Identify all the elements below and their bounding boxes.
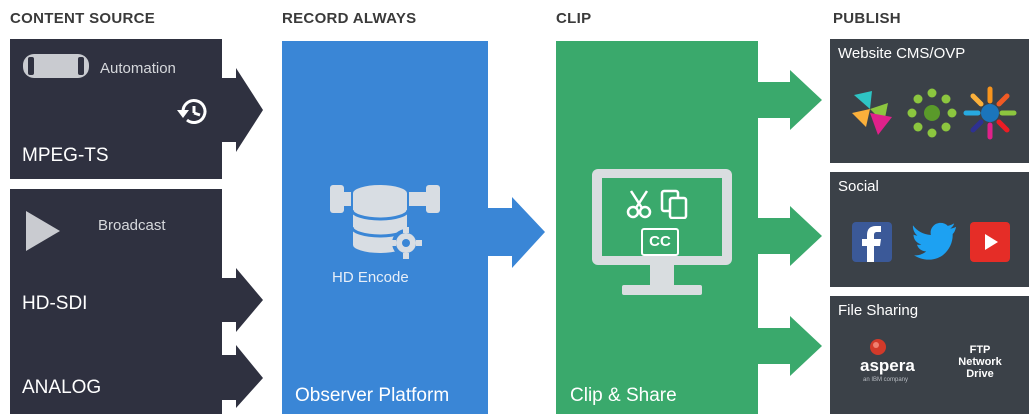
hd-encode-label: HD Encode	[332, 269, 409, 286]
arrow-analog-to-record	[222, 345, 263, 408]
arrow-record-to-clip	[488, 197, 545, 268]
header-content-source: CONTENT SOURCE	[10, 10, 156, 27]
mpeg-ts-box: Automation MPEG-TS	[10, 39, 222, 179]
arrow-mpeg-to-record	[222, 68, 263, 152]
history-icon	[175, 95, 213, 129]
header-record-always: RECORD ALWAYS	[282, 10, 417, 27]
aspera-label: aspera	[860, 356, 915, 375]
cms-logo-3-icon	[962, 85, 1018, 141]
cms-box: Website CMS/OVP	[830, 39, 1029, 163]
arrow-hdsdi-to-record	[222, 268, 263, 332]
aspera-logo	[869, 338, 887, 356]
record-box: HD Encode Observer Platform	[282, 41, 488, 414]
tape-icon	[22, 53, 90, 79]
header-clip: CLIP	[556, 10, 592, 27]
broadcast-box: Broadcast HD-SDI ANALOG	[10, 189, 222, 414]
database-gear-icon	[330, 179, 442, 263]
ftp-line-2: Network	[958, 356, 1002, 368]
analog-label: ANALOG	[22, 377, 102, 398]
social-box: Social	[830, 172, 1029, 287]
twitter-icon[interactable]	[912, 222, 958, 262]
monitor-icon	[592, 169, 732, 309]
clip-share-label: Clip & Share	[570, 385, 677, 406]
aspera-sub-label: an IBM company	[863, 377, 909, 383]
mpeg-ts-label: MPEG-TS	[22, 145, 109, 166]
ftp-line-3: Drive	[966, 368, 994, 380]
header-publish: PUBLISH	[833, 10, 901, 27]
cms-logo-1-icon	[848, 87, 900, 139]
scissors-icon	[626, 189, 652, 219]
social-title: Social	[838, 178, 879, 195]
automation-label: Automation	[100, 60, 176, 77]
ftp-network-drive-label: FTP Network Drive	[948, 344, 1012, 380]
cms-logo-2-icon	[906, 87, 958, 139]
clip-box: CC Clip & Share	[556, 41, 758, 414]
facebook-icon[interactable]	[852, 222, 892, 262]
youtube-icon[interactable]	[970, 222, 1010, 262]
file-sharing-box: File Sharing aspera an IBM company FTP N…	[830, 296, 1029, 414]
copy-icon	[660, 189, 688, 219]
arrow-clip-to-file-sharing	[758, 316, 822, 376]
cms-title: Website CMS/OVP	[838, 45, 966, 62]
file-sharing-title: File Sharing	[838, 302, 919, 319]
ftp-line-1: FTP	[969, 344, 991, 356]
cc-icon: CC	[641, 228, 679, 256]
hd-sdi-label: HD-SDI	[22, 293, 88, 314]
arrow-clip-to-cms	[758, 70, 822, 130]
observer-platform-label: Observer Platform	[295, 385, 450, 406]
play-icon	[26, 211, 60, 251]
broadcast-label: Broadcast	[98, 217, 166, 234]
arrow-clip-to-social	[758, 206, 822, 266]
